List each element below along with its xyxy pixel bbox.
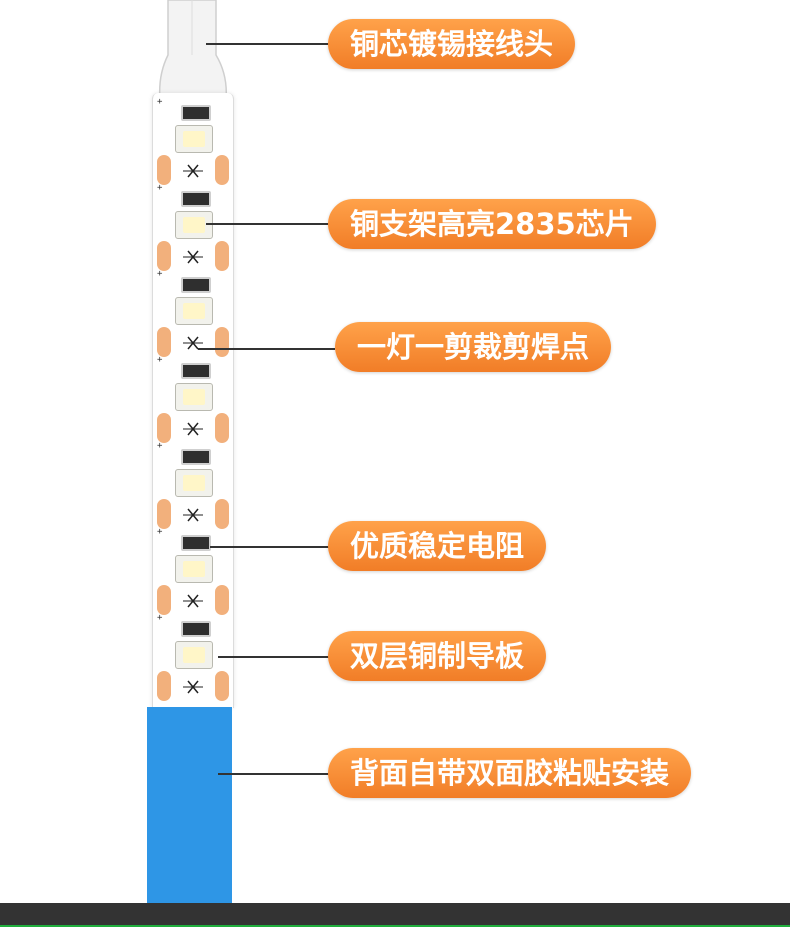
polarity-mark: + xyxy=(157,613,163,623)
led-chip xyxy=(175,555,213,583)
led-chip xyxy=(175,641,213,669)
leader-line-pcb xyxy=(218,656,330,658)
solder-pad xyxy=(157,155,171,185)
scissors-icon xyxy=(183,508,203,522)
scissors-icon xyxy=(183,594,203,608)
leader-line-resistor xyxy=(210,546,330,548)
resistor xyxy=(181,535,211,551)
resistor xyxy=(181,621,211,637)
solder-pad xyxy=(215,671,229,701)
solder-pad xyxy=(215,155,229,185)
power-wire xyxy=(158,0,228,101)
solder-pad xyxy=(215,499,229,529)
callout-tinned-connector: 铜芯镀锡接线头 xyxy=(328,19,576,69)
footer-bar xyxy=(0,903,790,927)
leader-line-chip xyxy=(206,223,330,225)
callout-chip: 铜支架高亮2835芯片 xyxy=(328,199,656,249)
led-segment: + xyxy=(153,351,233,443)
led-chip xyxy=(175,469,213,497)
scissors-icon xyxy=(183,422,203,436)
scissors-icon xyxy=(183,250,203,264)
led-segment: + xyxy=(153,179,233,271)
solder-pad xyxy=(157,499,171,529)
solder-pad xyxy=(157,327,171,357)
leader-line-connector xyxy=(206,43,330,45)
solder-pad xyxy=(215,241,229,271)
led-segment: + xyxy=(153,523,233,615)
solder-pad xyxy=(157,241,171,271)
polarity-mark: + xyxy=(157,441,163,451)
polarity-mark: + xyxy=(157,527,163,537)
resistor xyxy=(181,449,211,465)
callout-cut-point: 一灯一剪裁剪焊点 xyxy=(335,322,612,372)
polarity-mark: + xyxy=(157,355,163,365)
resistor xyxy=(181,105,211,121)
polarity-mark: + xyxy=(157,97,163,107)
scissors-icon xyxy=(183,164,203,178)
led-segment: + xyxy=(153,265,233,357)
led-chip xyxy=(175,211,213,239)
polarity-mark: + xyxy=(157,183,163,193)
led-chip xyxy=(175,297,213,325)
leader-line-adhesive xyxy=(218,773,330,775)
scissors-icon xyxy=(183,336,203,350)
solder-pad xyxy=(157,671,171,701)
led-chip xyxy=(175,383,213,411)
solder-pad xyxy=(215,585,229,615)
led-chip xyxy=(175,125,213,153)
adhesive-tape xyxy=(147,707,232,903)
resistor xyxy=(181,277,211,293)
led-segment: + xyxy=(153,609,233,701)
callout-resistor: 优质稳定电阻 xyxy=(328,521,547,571)
resistor xyxy=(181,363,211,379)
solder-pad xyxy=(157,413,171,443)
led-segment: + xyxy=(153,93,233,185)
led-segment: + xyxy=(153,437,233,529)
solder-pad xyxy=(157,585,171,615)
solder-pad xyxy=(215,413,229,443)
resistor xyxy=(181,191,211,207)
callout-pcb: 双层铜制导板 xyxy=(328,631,547,681)
callout-adhesive: 背面自带双面胶粘贴安装 xyxy=(328,748,692,798)
polarity-mark: + xyxy=(157,269,163,279)
led-strip-pcb: + + + + + + + xyxy=(152,93,234,708)
scissors-icon xyxy=(183,680,203,694)
leader-line-cut-point xyxy=(198,348,335,350)
